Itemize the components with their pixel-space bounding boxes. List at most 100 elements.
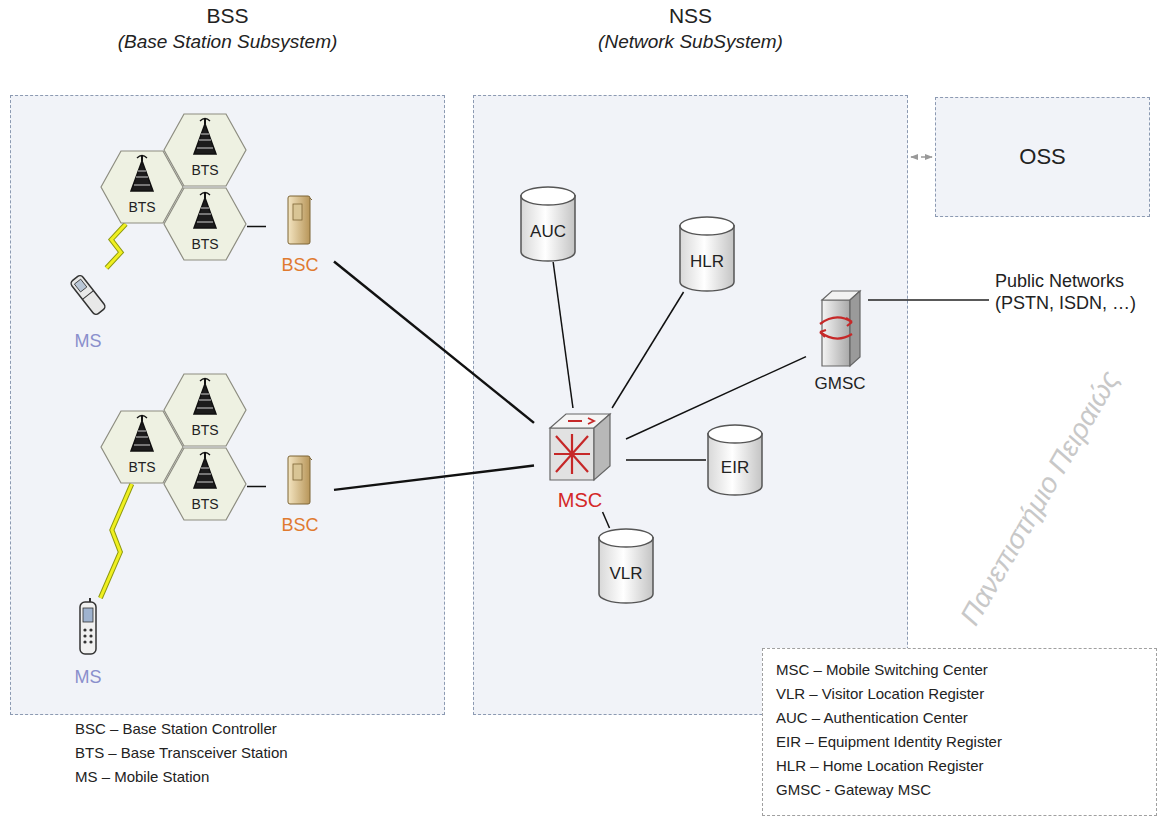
- phone-screen: [74, 279, 86, 292]
- cube-side: [594, 414, 610, 480]
- tower-rungs: [197, 134, 213, 148]
- ms2-node: MS: [56, 598, 120, 688]
- gateway-front: [822, 300, 850, 366]
- cylinder-top: [599, 529, 653, 547]
- bsc-cabinet: [288, 456, 310, 504]
- phone-screen: [83, 608, 93, 622]
- connector: [247, 226, 266, 227]
- bts-label: BTS: [191, 236, 218, 252]
- connector: [626, 460, 706, 461]
- phone-key: [89, 640, 92, 643]
- bsc-panel: [293, 204, 302, 220]
- region-heading: BSS(Base Station Subsystem): [10, 3, 445, 55]
- connector: [911, 157, 932, 158]
- bsc-icon: [286, 194, 314, 246]
- switch-arrows: [554, 434, 590, 474]
- cyl-node: AUC: [519, 186, 577, 262]
- connector-line: [626, 459, 706, 461]
- hexagon-shape: [164, 188, 246, 260]
- database-label: AUC: [530, 222, 566, 242]
- database-label: EIR: [721, 458, 749, 478]
- bsc-label: BSC: [281, 255, 318, 276]
- box-label: OSS: [1019, 144, 1065, 170]
- phone-icon: [74, 598, 102, 658]
- phone-case: [70, 274, 107, 316]
- connector-line: [911, 156, 932, 158]
- phone-case: [80, 602, 96, 654]
- cube-front: [550, 428, 594, 480]
- network-label: Public Networks (PSTN, ISDN, …): [995, 270, 1160, 314]
- phone-key: [89, 634, 92, 637]
- msc-label: MSC: [558, 489, 602, 512]
- abbreviation-note-holder: MS – Mobile Station: [75, 768, 209, 785]
- abbreviation-line: HLR – Home Location Register: [776, 754, 1143, 778]
- public-network-line: [868, 299, 989, 301]
- tower-signal: [200, 119, 210, 122]
- hexagon-shape: [164, 114, 246, 186]
- gateway-side: [850, 291, 860, 366]
- abbreviation-line: GMSC - Gateway MSC: [776, 778, 1143, 802]
- cylinder-top: [521, 187, 575, 205]
- tower-body: [131, 161, 153, 191]
- abbreviation-line: VLR – Visitor Location Register: [776, 682, 1143, 706]
- region-subtitle: (Base Station Subsystem): [10, 29, 445, 55]
- abbreviation-note: BTS – Base Transceiver Station: [75, 744, 288, 761]
- tower-rungs: [197, 208, 213, 222]
- cylinder-top: [680, 217, 734, 235]
- tower-body: [194, 124, 216, 154]
- region-title: NSS: [473, 3, 908, 29]
- switch-icon: [542, 408, 618, 484]
- tower-signal: [200, 193, 210, 196]
- gmsc-node: GMSC: [806, 288, 874, 394]
- subsystem-region: NSS(Network SubSystem)AUCHLRMSCGMSCEIRVL…: [473, 95, 908, 715]
- phone-antenna: [89, 598, 91, 602]
- abbreviation-note-holder: BTS – Base Transceiver Station: [75, 744, 288, 761]
- abbreviation-line: EIR – Equipment Identity Register: [776, 730, 1143, 754]
- bsc-panel: [293, 464, 302, 480]
- bsc-edge: [310, 198, 312, 200]
- bsc-cabinet: [288, 196, 310, 244]
- tower-rungs: [197, 468, 213, 482]
- watermark: Πανεπιστήμιο Πειραιώς: [951, 360, 1129, 636]
- tower-rungs: [197, 394, 213, 408]
- tower-rungs: [134, 431, 150, 445]
- abbreviation-line: MSC – Mobile Switching Center: [776, 658, 1143, 682]
- bts-label: BTS: [191, 496, 218, 512]
- phone-key: [83, 634, 86, 637]
- connector-line: [247, 486, 266, 488]
- bsc-node: BSC: [266, 192, 334, 276]
- tower-body: [194, 458, 216, 488]
- subsystem-region: BSS(Base Station Subsystem)BTSBTSBTSBSCM…: [10, 95, 445, 715]
- cyl-node: HLR: [678, 216, 736, 292]
- abbreviation-note: MS – Mobile Station: [75, 768, 209, 785]
- bsc-icon: [286, 454, 314, 506]
- phone-hinge: [82, 291, 93, 300]
- bts-label: BTS: [191, 422, 218, 438]
- cyl-node: EIR: [706, 424, 764, 496]
- ms-label: MS: [75, 667, 102, 688]
- phone-key: [83, 628, 86, 631]
- database-label: HLR: [690, 252, 724, 272]
- tower-signal: [137, 156, 147, 159]
- database-label: VLR: [609, 564, 642, 584]
- tower-body: [194, 384, 216, 414]
- tower-signal: [200, 453, 210, 456]
- connector-line: [247, 226, 266, 228]
- phone-body: [70, 274, 107, 316]
- watermark-holder: Πανεπιστήμιο Πειραιώς: [951, 360, 1129, 636]
- gateway-icon: [816, 288, 864, 368]
- switch-arrows: [568, 418, 594, 424]
- hexagon-shape: [164, 374, 246, 446]
- abbreviation-note: BSC – Base Station Controller: [75, 720, 277, 737]
- abbreviation-line: AUC – Authentication Center: [776, 706, 1143, 730]
- bts-label: BTS: [191, 162, 218, 178]
- tower-rungs: [134, 171, 150, 185]
- tower-signal: [137, 416, 147, 419]
- phone-key: [89, 628, 92, 631]
- hex-node: BTS: [163, 447, 247, 521]
- tower-body: [131, 421, 153, 451]
- hexagon-shape: [164, 448, 246, 520]
- msc-node: MSC: [534, 408, 626, 512]
- region-subtitle: (Network SubSystem): [473, 29, 908, 55]
- tower-body: [194, 198, 216, 228]
